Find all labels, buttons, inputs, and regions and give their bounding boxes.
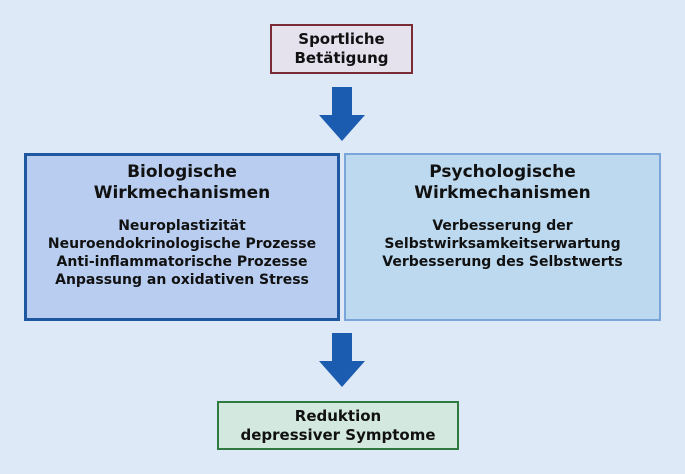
- biological-item: Neuroendokrinologische Prozesse: [47, 236, 317, 252]
- start-node-sportliche-betaetigung: Sportliche Betätigung: [270, 24, 413, 74]
- biological-mechanisms-box: Biologische Wirkmechanismen Neuroplastiz…: [24, 153, 340, 321]
- psychological-item: Verbesserung der: [432, 218, 573, 234]
- end-node-line-1: Reduktion: [294, 406, 382, 425]
- psychological-mechanisms-title: Psychologische Wirkmechanismen: [414, 162, 591, 204]
- psychological-mechanisms-box: Psychologische Wirkmechanismen Verbesser…: [344, 153, 661, 321]
- end-node-line-2: depressiver Symptome: [240, 425, 436, 444]
- end-node-reduktion-depressiver-symptome: Reduktion depressiver Symptome: [217, 401, 459, 450]
- start-node-line-2: Betätigung: [294, 49, 389, 67]
- down-arrow-icon: [319, 333, 365, 387]
- psychological-title-line-2: Wirkmechanismen: [414, 183, 591, 203]
- biological-title-line-2: Wirkmechanismen: [93, 183, 271, 203]
- psychological-item: Selbstwirksamkeitserwartung: [384, 236, 621, 252]
- biological-mechanisms-title: Biologische Wirkmechanismen: [94, 162, 271, 204]
- biological-item: Anti-inflammatorische Prozesse: [56, 254, 308, 270]
- down-arrow-icon: [319, 87, 365, 141]
- start-node-line-1: Sportliche: [298, 30, 385, 48]
- biological-item: Anpassung an oxidativen Stress: [55, 272, 309, 288]
- biological-title-line-1: Biologische: [127, 162, 237, 182]
- biological-item: Neuroplastizität: [118, 218, 246, 234]
- psychological-item: Verbesserung des Selbstwerts: [382, 254, 623, 270]
- psychological-title-line-1: Psychologische: [429, 162, 576, 182]
